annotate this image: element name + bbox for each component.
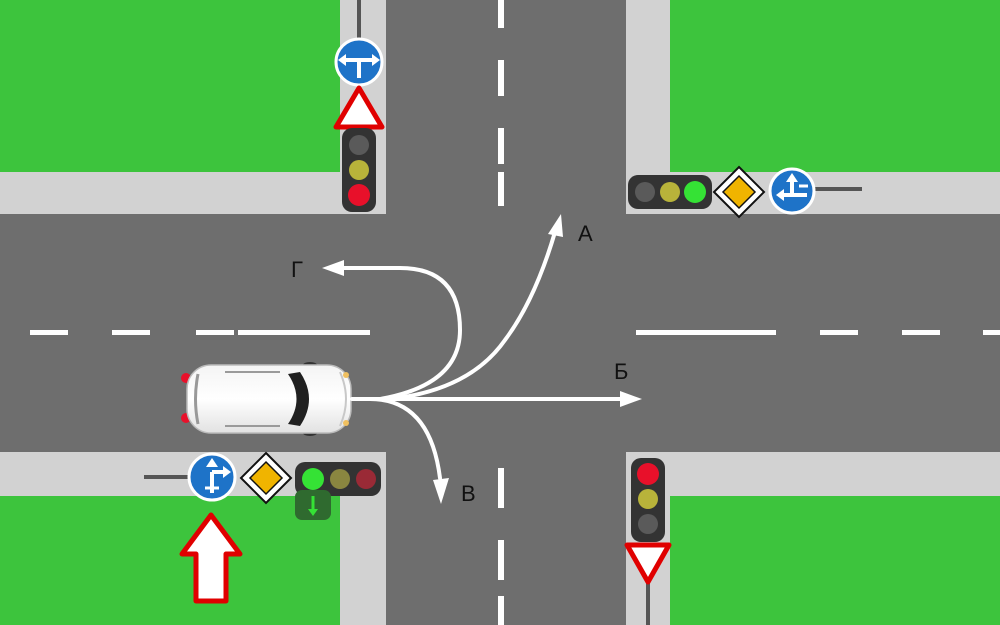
pole: [646, 575, 650, 625]
yellow-light-icon: [638, 489, 658, 509]
signal-group-top-right: [628, 165, 862, 219]
yellow-light-icon: [330, 469, 350, 489]
road-vertical: [386, 0, 626, 625]
route-arrow-left-forward: [388, 230, 557, 401]
give-way-sign-icon: [624, 542, 672, 585]
pole: [144, 475, 192, 479]
lane-direction-sign-icon: [187, 452, 237, 502]
route-label-g: Г: [291, 257, 303, 282]
priority-road-sign-icon: [239, 451, 293, 505]
green-light-icon: [638, 514, 658, 534]
traffic-light-vertical: [631, 458, 665, 542]
red-light-icon: [356, 469, 376, 489]
route-arrowheads: [322, 214, 642, 504]
pole: [810, 187, 862, 191]
route-arrows-icon: [342, 230, 624, 480]
red-light-on-icon: [348, 184, 370, 206]
route-label-v: В: [461, 481, 476, 506]
route-arrow-left: [342, 266, 463, 401]
signal-group-bottom-left: [144, 451, 381, 520]
red-light-on-icon: [637, 463, 659, 485]
red-light-icon: [635, 182, 655, 202]
signal-group-bottom-right: [624, 458, 672, 625]
lane-direction-sign-icon: [768, 167, 816, 215]
route-label-a: А: [578, 221, 593, 246]
yellow-light-icon: [660, 182, 680, 202]
car-top-view-icon: [181, 362, 352, 436]
red-outline-arrow-icon: [179, 512, 243, 604]
route-label-b: Б: [614, 359, 628, 384]
signal-group-top-left: [333, 0, 385, 212]
traffic-light-vertical: [342, 128, 376, 212]
green-light-on-icon: [684, 181, 706, 203]
green-arrow-section-icon: [295, 490, 331, 520]
green-light-on-icon: [302, 468, 324, 490]
lane-markings: [30, 0, 1000, 625]
traffic-light-horizontal: [628, 175, 712, 209]
red-light-icon: [349, 135, 369, 155]
traffic-light-horizontal: [295, 462, 381, 496]
priority-road-sign-icon: [712, 165, 766, 219]
yellow-light-icon: [349, 160, 369, 180]
lane-direction-sign-icon: [334, 37, 384, 87]
give-way-sign-icon: [333, 85, 385, 130]
